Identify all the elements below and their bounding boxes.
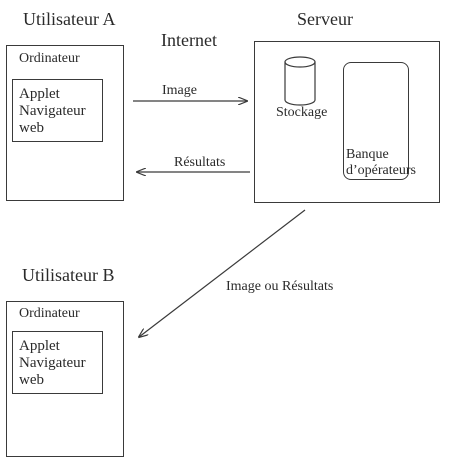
user-a-browser-line2: Navigateur <box>19 103 86 119</box>
user-b-title: Utilisateur B <box>22 265 115 285</box>
internet-label: Internet <box>161 30 217 50</box>
user-a-browser-line3: web <box>19 120 44 136</box>
operator-bank-box <box>343 62 409 180</box>
user-b-browser-line3: web <box>19 372 44 388</box>
user-a-browser-line1: Applet <box>19 86 60 102</box>
user-b-browser-line2: Navigateur <box>19 355 86 371</box>
user-b-computer-box <box>6 301 124 457</box>
user-a-browser-text: Applet Navigateur web <box>19 86 86 137</box>
user-b-browser-line1: Applet <box>19 338 60 354</box>
results-arrow-label: Résultats <box>174 155 226 170</box>
operator-bank-line1: Banque <box>346 147 389 162</box>
storage-cylinder-icon <box>284 56 316 106</box>
operator-bank-line2: d’opérateurs <box>346 163 416 178</box>
user-b-browser-text: Applet Navigateur web <box>19 338 86 389</box>
user-b-browser-box <box>12 331 103 394</box>
user-b-computer-label: Ordinateur <box>19 306 80 321</box>
server-title: Serveur <box>297 9 353 29</box>
user-a-computer-box <box>6 45 124 201</box>
user-a-browser-box <box>12 79 103 142</box>
image-or-results-arrow <box>139 209 306 337</box>
user-a-title: Utilisateur A <box>23 9 116 29</box>
image-arrow-label: Image <box>162 83 197 98</box>
storage-label: Stockage <box>276 105 328 120</box>
server-box <box>254 41 440 203</box>
user-a-computer-label: Ordinateur <box>19 51 80 66</box>
image-or-results-arrow-label: Image ou Résultats <box>226 279 334 294</box>
